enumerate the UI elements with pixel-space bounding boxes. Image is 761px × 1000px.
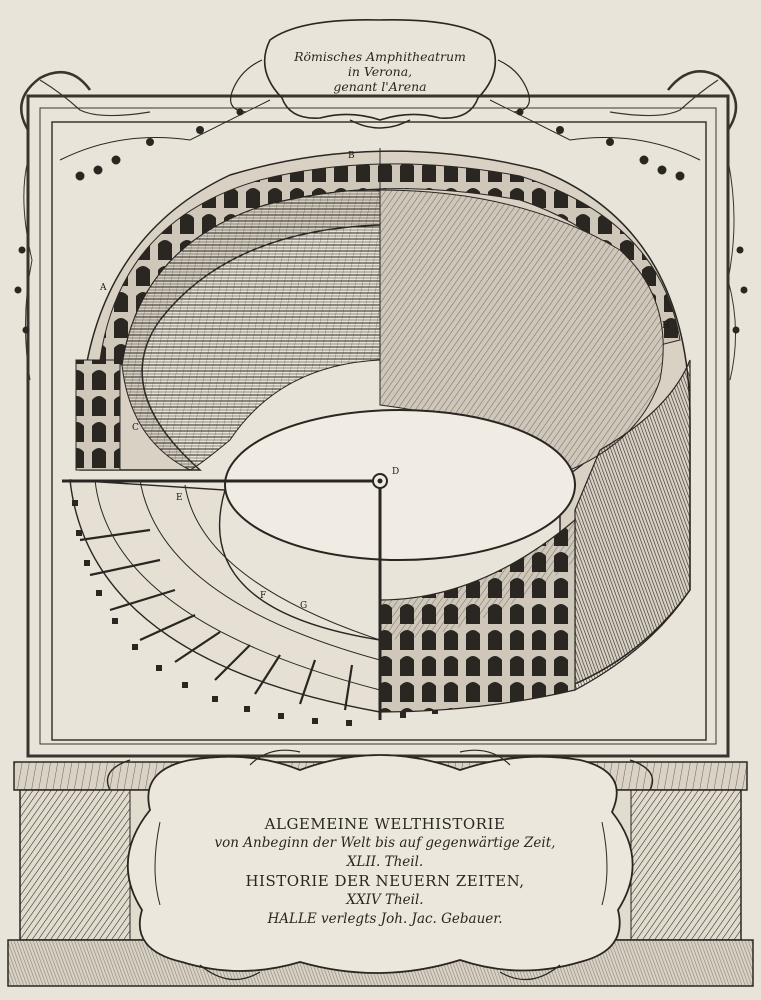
plan-label-b: B xyxy=(348,151,355,161)
amphitheatre-illustration: D E F G H A B C xyxy=(62,148,691,726)
plan-label-a: A xyxy=(99,283,107,293)
title-line-1: Römisches Amphitheatrum xyxy=(294,48,466,64)
vine-garland xyxy=(14,99,748,334)
plan-label-g: G xyxy=(300,601,307,611)
series-part: XXIV Theil. xyxy=(346,892,424,908)
plan-label-c: C xyxy=(132,423,139,433)
publisher-imprint: HALLE verlegts Joh. Jac. Gebauer. xyxy=(267,911,503,927)
plan-label-h: H xyxy=(662,321,670,331)
plan-label-f: F xyxy=(260,591,266,601)
work-subtitle: von Anbeginn der Welt bis auf gegenwärti… xyxy=(214,835,556,851)
volume-part: XLII. Theil. xyxy=(346,854,424,870)
title-line-3: genant l'Arena xyxy=(333,78,427,94)
series-title: HISTORIE DER NEUERN ZEITEN, xyxy=(245,872,525,890)
work-title: ALGEMEINE WELTHISTORIE xyxy=(264,815,506,833)
title-cartouche-frame xyxy=(230,19,530,129)
plan-label-e: E xyxy=(176,493,183,503)
pedestal-inscription: ALGEMEINE WELTHISTORIE von Anbeginn der … xyxy=(170,815,600,945)
title-line-2: in Verona, xyxy=(347,63,413,79)
plan-label-d: D xyxy=(392,467,399,477)
title-cartouche: Römisches Amphitheatrum in Verona, genan… xyxy=(255,28,505,114)
pedestal-cartouche xyxy=(106,749,654,981)
